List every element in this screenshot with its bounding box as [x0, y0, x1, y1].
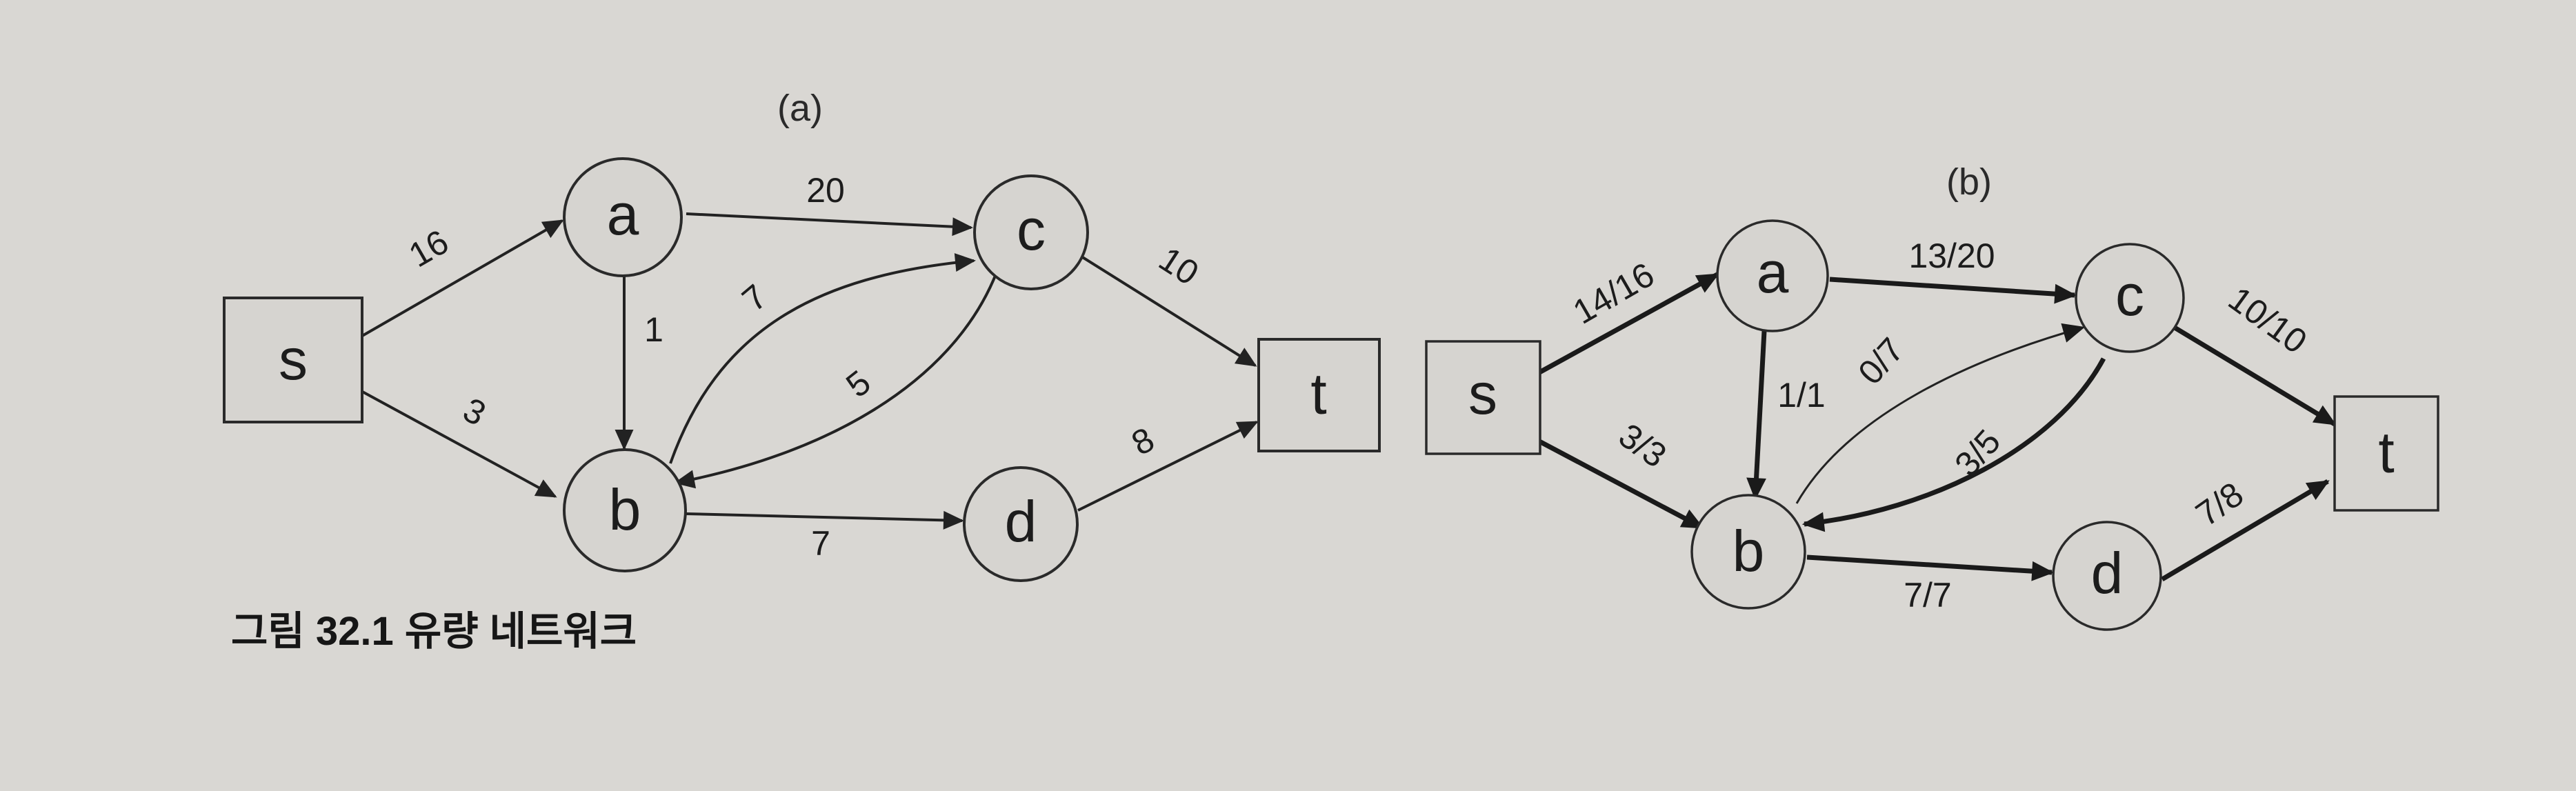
- figure-caption: 그림 32.1 유량 네트워크: [231, 609, 637, 654]
- svg-text:d: d: [1005, 489, 1037, 554]
- panel-b-thick-edges: [1538, 272, 2337, 582]
- label-a-c-t: 10: [1152, 239, 1206, 292]
- svg-text:t: t: [2378, 420, 2394, 485]
- edge-b-a-c: [1829, 277, 2077, 304]
- label-a-b-c: 7: [735, 277, 774, 319]
- panel-a-edges: [358, 212, 1259, 530]
- panel-a-label: (a): [777, 88, 823, 129]
- label-b-c-b: 3/5: [1947, 422, 2008, 483]
- label-a-c-b: 5: [839, 363, 877, 405]
- edge-b-b-d: [1806, 554, 2055, 581]
- node-b-a: a: [1716, 219, 1829, 332]
- edge-b-s-a: [1538, 272, 1719, 375]
- label-b-a-b: 1/1: [1777, 376, 1826, 414]
- panel-b-label: (b): [1946, 161, 1992, 203]
- label-a-s-b: 3: [457, 390, 492, 434]
- svg-text:a: a: [1757, 240, 1789, 305]
- edge-b-d-t: [2161, 479, 2330, 582]
- edge-b-b-c: [1795, 323, 2086, 504]
- label-a-a-c: 20: [806, 171, 845, 210]
- node-a-s: s: [223, 297, 363, 423]
- node-b-b: b: [1690, 494, 1806, 610]
- edge-a-c-b: [674, 272, 998, 489]
- panel-b: (b) 14/16 3/3 13/20 1/1 0/7 3/5 7/7 10/1…: [1425, 161, 2439, 631]
- node-a-b: b: [563, 448, 687, 572]
- label-b-b-c: 0/7: [1850, 330, 1911, 392]
- node-b-s: s: [1425, 340, 1541, 455]
- svg-text:s: s: [279, 327, 308, 392]
- label-a-b-d: 7: [811, 524, 830, 563]
- node-b-c: c: [2075, 243, 2185, 353]
- svg-text:d: d: [2091, 541, 2124, 605]
- edge-b-a-b: [1746, 330, 1767, 501]
- node-a-a: a: [563, 157, 683, 277]
- edge-b-c-t: [2173, 326, 2337, 426]
- edge-a-s-b: [358, 388, 557, 498]
- label-b-d-t: 7/8: [2189, 474, 2250, 534]
- edge-a-b-d: [686, 510, 964, 530]
- edge-a-b-c: [669, 253, 976, 464]
- label-b-a-c: 13/20: [1908, 237, 1995, 275]
- node-b-t: t: [2333, 395, 2439, 512]
- node-a-c: c: [973, 174, 1089, 290]
- label-b-s-b: 3/3: [1612, 416, 1673, 475]
- edge-b-s-b: [1538, 439, 1704, 530]
- edge-b-c-b: [1801, 357, 2106, 532]
- svg-text:s: s: [1468, 361, 1497, 426]
- label-b-c-t: 10/10: [2221, 279, 2314, 361]
- node-b-d: d: [2052, 521, 2162, 631]
- svg-text:c: c: [2115, 263, 2144, 328]
- label-a-a-b: 1: [644, 310, 663, 349]
- label-b-s-a: 14/16: [1566, 255, 1660, 332]
- svg-text:b: b: [1733, 519, 1765, 583]
- label-a-d-t: 8: [1126, 420, 1161, 463]
- svg-text:c: c: [1017, 197, 1046, 262]
- label-b-b-d: 7/7: [1904, 576, 1952, 614]
- panel-b-thin-edges: [1795, 323, 2086, 504]
- svg-text:b: b: [609, 477, 641, 542]
- label-a-s-a: 16: [402, 222, 455, 274]
- svg-text:a: a: [607, 182, 639, 247]
- edge-a-a-c: [686, 212, 973, 237]
- edge-a-c-t: [1080, 255, 1257, 367]
- svg-text:t: t: [1310, 361, 1326, 426]
- node-a-d: d: [963, 466, 1079, 582]
- panel-a: (a) 16 3 20 1 7 5 7 10 8 s a: [223, 88, 1381, 582]
- edge-a-d-t: [1077, 421, 1259, 512]
- edge-a-s-a: [358, 219, 564, 339]
- node-a-t: t: [1257, 338, 1381, 452]
